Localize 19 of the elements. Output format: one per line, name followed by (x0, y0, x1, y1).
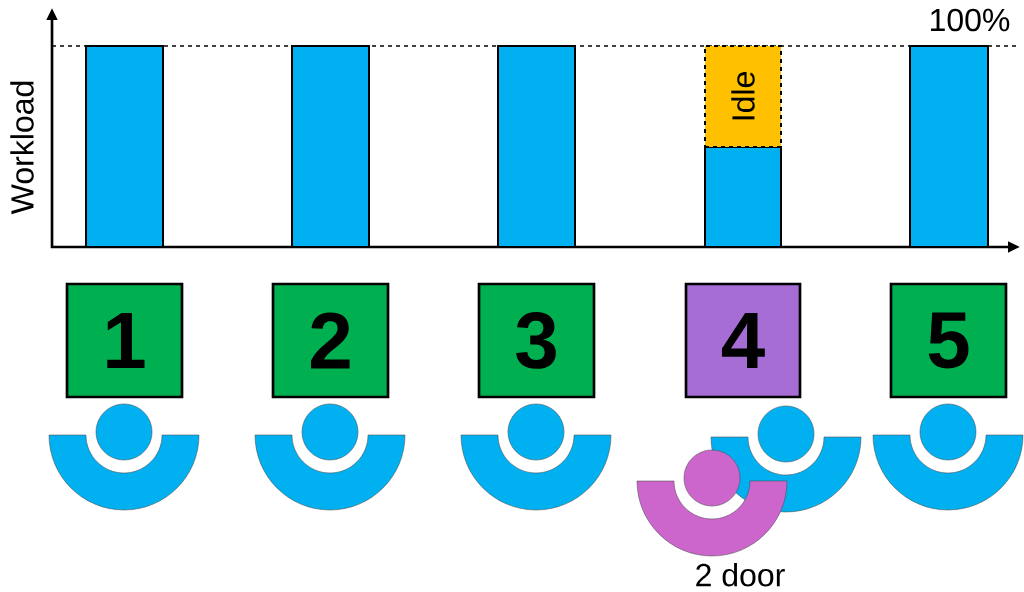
percent-label: 100% (931, 8, 1010, 32)
bar (704, 146, 782, 248)
bar (909, 45, 989, 248)
person-icon (254, 403, 406, 511)
bar (497, 45, 576, 248)
person-icon (636, 449, 788, 557)
idle-segment: Idle (704, 45, 782, 148)
number-box: 3 (477, 282, 596, 399)
node-label: 2 door (696, 562, 785, 587)
bar (291, 45, 370, 248)
number-box: 5 (889, 282, 1008, 399)
number-box: 4 (684, 282, 802, 399)
person-icon (460, 403, 612, 511)
number-box: 1 (65, 282, 184, 399)
person-icon (48, 403, 200, 511)
axis-label: Workload (10, 81, 34, 215)
person-icon (872, 403, 1024, 511)
bar (85, 45, 164, 248)
number-box: 2 (271, 282, 390, 399)
